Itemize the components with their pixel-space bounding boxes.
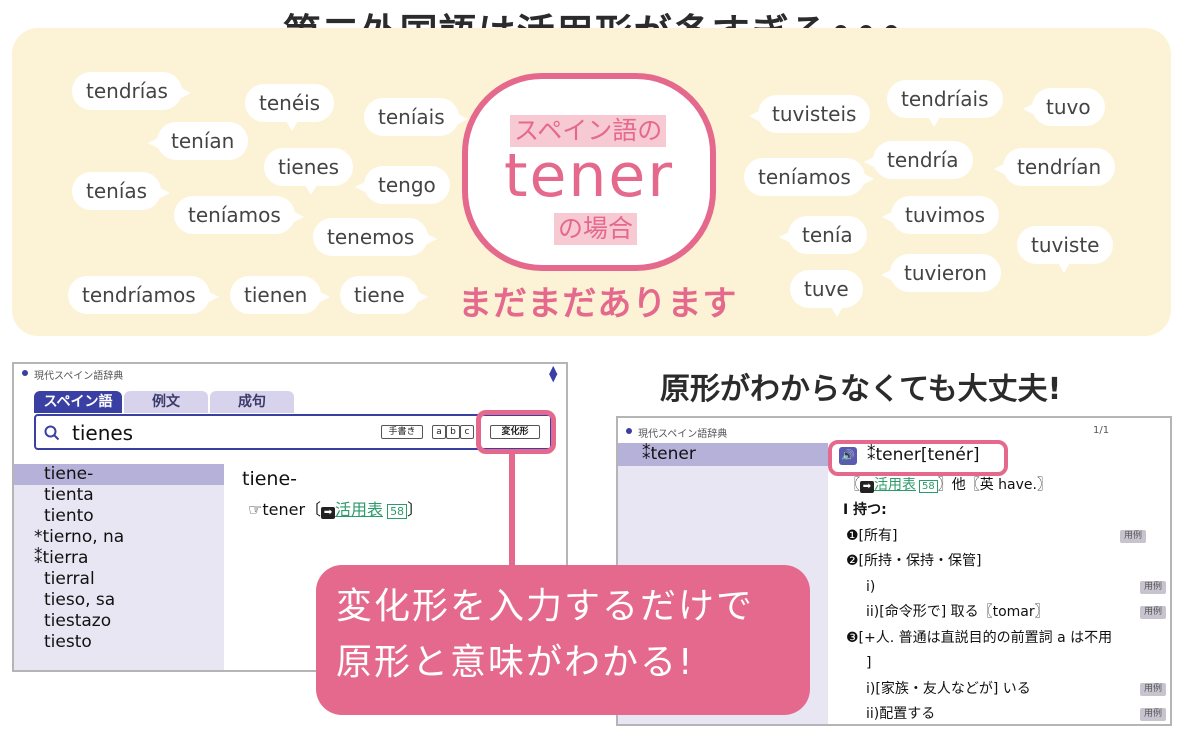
tab-spanish[interactable]: スペイン語: [34, 391, 122, 413]
definition-line: Ⅰ 持つ:: [843, 502, 887, 518]
bubble-word: tuvo: [1023, 88, 1105, 126]
center-caption-top: スペイン語の: [510, 115, 667, 147]
search-box[interactable]: tienes 手書き a b c: [34, 414, 552, 450]
arrow-icon: ➡: [321, 507, 336, 519]
bubble-word: tenemos: [313, 218, 438, 256]
speaker-icon[interactable]: 🔊: [839, 447, 857, 465]
conjugation-number: 58: [387, 504, 408, 519]
example-badge[interactable]: 用例: [1140, 606, 1166, 619]
bubble-word: teníamos: [744, 158, 874, 196]
mode-tabs: スペイン語 例文 成句: [34, 391, 294, 413]
bubble-word: tendrías: [72, 72, 191, 110]
definition-line: i)用例: [843, 575, 1166, 601]
definition-line: ii)配置する用例: [843, 702, 1166, 728]
center-bubble: スペイン語の tener の場合: [462, 73, 716, 271]
callout-line: 原形と意味がわかる!: [336, 642, 695, 683]
bubble-word: tengo: [355, 166, 450, 204]
bubble-word: tendrían: [993, 148, 1116, 186]
section-title: 原形がわからなくても大丈夫!: [660, 372, 1062, 407]
bubble-word: tuvimos: [881, 196, 1000, 234]
word-list: tiene- tienta tiento *tierno, na ⁑tierra…: [14, 464, 224, 670]
bubble-word: tenían: [147, 122, 249, 160]
bubble-word: tendríamos: [68, 276, 219, 314]
list-item[interactable]: tiene-: [14, 464, 224, 485]
search-input[interactable]: tienes: [72, 421, 134, 445]
bubble-word: tienes: [264, 148, 354, 195]
list-item[interactable]: tierral: [44, 569, 95, 589]
bubble-word: tenéis: [245, 84, 335, 131]
inflection-highlight-frame: [476, 410, 556, 454]
bubble-word: tendríais: [887, 80, 1003, 127]
list-item[interactable]: *tierno, na: [34, 527, 125, 547]
connector-line: [509, 452, 515, 567]
headword-highlight-frame: [828, 440, 1008, 476]
definition-line: i)[家族・友人などが] いる用例: [843, 677, 1166, 703]
bubble-word: teníamos: [174, 196, 304, 234]
bubble-word: tienen: [230, 276, 331, 314]
window-dot-icon: [22, 370, 28, 376]
center-word: tener: [503, 141, 675, 211]
conjugation-table-link[interactable]: 活用表: [335, 500, 384, 519]
inflection-button[interactable]: 変化形: [490, 425, 540, 439]
list-item[interactable]: tieso, sa: [44, 590, 116, 610]
list-item[interactable]: tiesto: [44, 632, 92, 652]
example-badge[interactable]: 用例: [1140, 708, 1166, 721]
callout-box: 変化形を入力するだけで 原形と意味がわかる!: [316, 565, 810, 715]
abc-button-c[interactable]: c: [460, 425, 474, 439]
definition-line: ❶[所有]用例: [843, 524, 1146, 550]
entry-headword: ⁑tener[tenér]: [867, 445, 980, 465]
bubble-word: tenías: [72, 172, 171, 210]
bubble-word: tuviste: [1017, 226, 1114, 273]
bubble-word: tuvisteis: [748, 95, 871, 133]
list-item[interactable]: tienta: [44, 485, 94, 505]
conjugation-table-link[interactable]: 活用表: [874, 477, 916, 493]
dictionary-title: 現代スペイン語辞典: [34, 371, 124, 382]
definition-line: ii)[命令形で] 取る〖tomar〗用例: [843, 600, 1166, 626]
callout-line: 変化形を入力するだけで: [336, 586, 755, 627]
window-dot-icon: [626, 428, 632, 434]
arrow-icon: ➡: [860, 481, 874, 493]
definition-line: ❸[+人. 普通は直説目的の前置詞 a は不用: [846, 629, 1113, 646]
bubble-word: tendría: [864, 141, 973, 179]
dictionary-title: 現代スペイン語辞典: [638, 429, 728, 440]
tab-examples[interactable]: 例文: [124, 391, 208, 413]
list-item[interactable]: ⁑tierra: [34, 548, 89, 568]
example-badge[interactable]: 用例: [1140, 682, 1166, 696]
bubble-word: teníais: [364, 98, 468, 136]
list-item[interactable]: tiento: [44, 506, 94, 526]
search-icon: [44, 425, 60, 441]
tab-phrases[interactable]: 成句: [210, 391, 294, 413]
conjugation-number: 58: [919, 480, 938, 493]
example-badge[interactable]: 用例: [1120, 529, 1146, 543]
abc-button-b[interactable]: b: [446, 425, 460, 439]
list-item[interactable]: ⁑tener: [618, 443, 828, 466]
bubble-word: tiene: [340, 276, 428, 314]
entry-ref-link[interactable]: ☞tener: [248, 500, 306, 519]
entry-headword: tiene-: [242, 468, 298, 490]
definition-block: Ⅰ 持つ: ❶[所有]用例 ❷[所持・保持・保管] i)用例 ii)[命令形で]…: [843, 498, 1166, 728]
sort-arrows-icon[interactable]: ▲▼: [549, 363, 558, 384]
list-item[interactable]: tiestazo: [44, 611, 112, 631]
abc-button-a[interactable]: a: [432, 425, 446, 439]
more-caption: まだまだあります: [458, 284, 738, 324]
handwrite-button[interactable]: 手書き: [381, 425, 423, 439]
definition-line: ]: [866, 655, 872, 671]
bubble-word: tuvieron: [881, 254, 1001, 292]
example-badge[interactable]: 用例: [1140, 580, 1166, 594]
page-indicator: 1/1: [1093, 425, 1110, 436]
definition-line: ❷[所持・保持・保管]: [846, 553, 982, 569]
center-caption-bottom: の場合: [554, 213, 638, 245]
bubble-word: tenía: [779, 216, 867, 254]
bubble-word: tuve: [790, 270, 863, 317]
